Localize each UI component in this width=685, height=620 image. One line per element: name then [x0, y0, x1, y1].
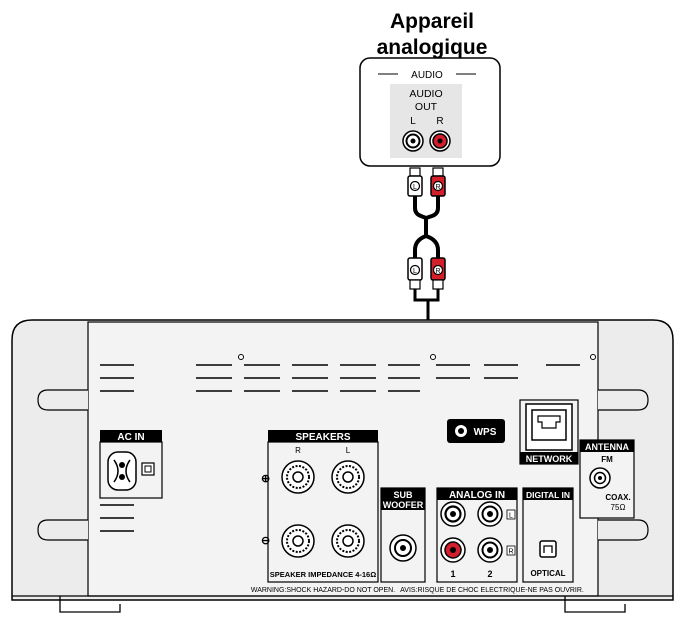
top-right-plug-marker: R	[435, 184, 440, 191]
audio-out-left-jack[interactable]	[402, 130, 424, 152]
avis-label: AVIS:RISQUE DE CHOC ELECTRIQUE-NE PAS OU…	[400, 587, 584, 594]
subwoofer-label-1: SUB	[393, 490, 413, 500]
subwoofer-jack[interactable]	[389, 534, 417, 562]
audio-out-left-label: L	[410, 116, 416, 127]
bottom-right-plug: R	[430, 257, 446, 290]
speakers-plus-icon: ⊕	[261, 473, 270, 485]
analog-in-section: ANALOG IN L	[436, 487, 518, 583]
audio-out-panel	[390, 84, 462, 158]
unit-rear-panel: AC IN SPEAKERS R L ⊕ ⊖	[11, 319, 674, 613]
ac-in-section: AC IN	[99, 430, 163, 499]
warning-label: WARNING:SHOCK HAZARD-DO NOT OPEN.	[251, 587, 395, 594]
analog-in-1-right-jack[interactable]	[440, 537, 466, 563]
audio-out-right-label: R	[436, 116, 443, 127]
coax-label: COAX.	[605, 493, 630, 502]
antenna-label: ANTENNA	[585, 442, 629, 452]
bottom-left-plug-marker: L	[413, 268, 417, 275]
fm-antenna-jack[interactable]	[589, 467, 611, 489]
digital-in-section: DIGITAL IN OPTICAL	[522, 487, 574, 583]
speakers-minus-icon: ⊖	[261, 535, 270, 547]
bottom-right-plug-marker: R	[435, 268, 440, 275]
speakers-l-label: L	[346, 446, 351, 455]
network-label: NETWORK	[526, 454, 573, 464]
analog-r-label: R	[508, 549, 513, 556]
speakers-section: SPEAKERS R L ⊕ ⊖	[261, 430, 379, 583]
audio-out-right-jack[interactable]	[429, 130, 451, 152]
analog-l-label: L	[509, 513, 513, 520]
ac-in-label: AC IN	[117, 432, 144, 443]
analog-in-2-left-jack[interactable]	[477, 501, 503, 527]
antenna-section: ANTENNA FM COAX. 75Ω	[579, 439, 635, 519]
speaker-impedance-label: SPEAKER IMPEDANCE 4-16Ω	[270, 570, 376, 579]
ohm-label: 75Ω	[611, 503, 626, 512]
wps-button[interactable]: WPS	[447, 419, 505, 443]
vent-slots	[100, 364, 580, 532]
analog-in-2-right-jack[interactable]	[477, 537, 503, 563]
device-title-line2: analogique	[377, 36, 488, 59]
analog-device: Appareil analogique AUDIO AUDIO OUT L R	[359, 10, 501, 167]
speaker-terminal-l-plus[interactable]	[331, 460, 365, 494]
device-title-line1: Appareil	[390, 10, 474, 33]
speakers-label: SPEAKERS	[295, 432, 350, 443]
audio-out-label-1: AUDIO	[409, 88, 442, 100]
bottom-left-plug: L	[407, 257, 423, 290]
network-section: NETWORK	[519, 399, 579, 465]
fm-label: FM	[601, 455, 613, 464]
network-port[interactable]	[525, 403, 573, 451]
left-foot	[59, 596, 121, 613]
optical-label: OPTICAL	[530, 569, 565, 578]
audio-out-label-2: OUT	[415, 101, 438, 113]
audio-section-label: AUDIO	[411, 70, 443, 81]
right-foot	[564, 596, 626, 613]
wps-label: WPS	[474, 427, 497, 438]
analog-in-1-label: 1	[450, 569, 455, 579]
analog-in-1-left-jack[interactable]	[440, 501, 466, 527]
speaker-terminal-l-minus[interactable]	[331, 524, 365, 558]
top-left-plug: L	[407, 167, 423, 197]
subwoofer-section: SUB WOOFER	[380, 487, 426, 583]
ac-in-socket[interactable]	[107, 451, 137, 491]
speakers-r-label: R	[295, 446, 301, 455]
speaker-terminal-r-minus[interactable]	[281, 524, 315, 558]
top-right-plug: R	[430, 167, 446, 197]
subwoofer-label-2: WOOFER	[383, 500, 424, 510]
analog-in-2-label: 2	[487, 569, 492, 579]
optical-jack[interactable]	[539, 540, 557, 558]
analog-in-label: ANALOG IN	[449, 490, 505, 501]
speaker-terminal-r-plus[interactable]	[281, 460, 315, 494]
top-left-plug-marker: L	[413, 184, 417, 191]
digital-in-label: DIGITAL IN	[526, 490, 570, 500]
